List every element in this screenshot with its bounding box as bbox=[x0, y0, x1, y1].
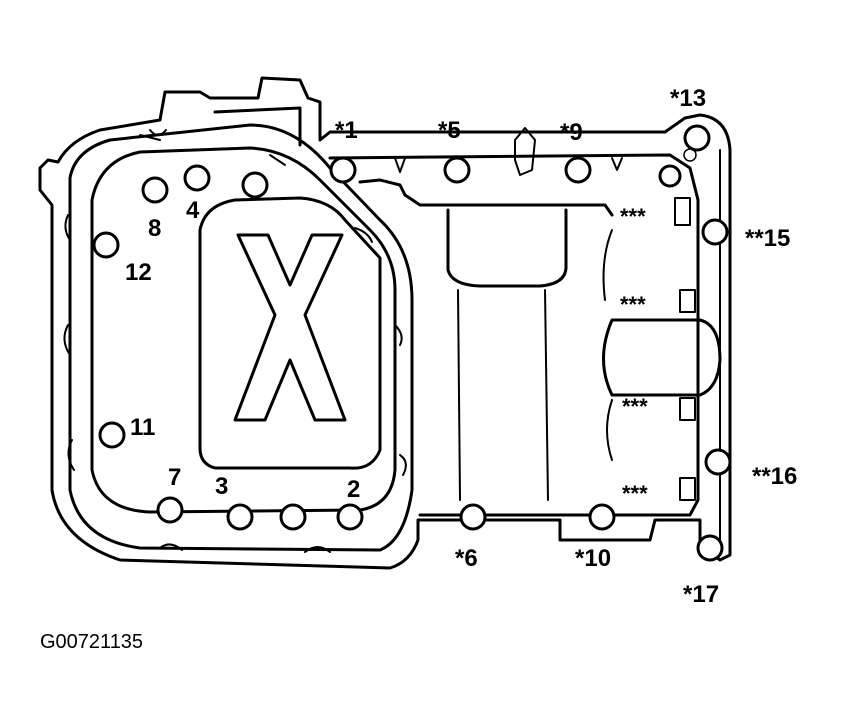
label-bolt-11: 11 bbox=[130, 414, 155, 441]
label-stud-b: *** bbox=[620, 292, 646, 317]
bolt-hole-2 bbox=[336, 503, 364, 531]
label-bolt-7: 7 bbox=[168, 464, 181, 491]
label-stud-d: *** bbox=[622, 481, 648, 506]
label-bolt-8: 8 bbox=[148, 215, 161, 242]
label-bolt-17: *17 bbox=[683, 581, 719, 608]
bolt-hole-4b bbox=[241, 171, 269, 199]
bolt-hole-3 bbox=[226, 503, 254, 531]
bolt-hole-5 bbox=[443, 156, 471, 184]
bolt-labels: *1 *5 *9 *13 **15 **16 *17 *10 *6 2 3 7 … bbox=[125, 85, 797, 608]
bolt-hole-10 bbox=[588, 503, 616, 531]
label-bolt-3: 3 bbox=[215, 473, 228, 500]
filler-cap bbox=[683, 148, 697, 162]
label-bolt-13: *13 bbox=[670, 85, 706, 112]
label-bolt-6: *6 bbox=[455, 545, 478, 572]
bolt-hole-9 bbox=[564, 156, 592, 184]
bolt-hole-7 bbox=[156, 496, 184, 524]
label-bolt-15: **15 bbox=[745, 225, 790, 252]
label-bolt-2: 2 bbox=[347, 476, 360, 503]
bolt-hole-12 bbox=[92, 231, 120, 259]
figure-id: G00721135 bbox=[40, 631, 143, 653]
bolt-hole-13 bbox=[683, 124, 711, 152]
label-stud-c: *** bbox=[622, 394, 648, 419]
bolt-hole-11 bbox=[98, 421, 126, 449]
bolt-hole-1 bbox=[329, 156, 357, 184]
label-bolt-4: 4 bbox=[186, 197, 200, 224]
label-bolt-1: *1 bbox=[335, 117, 358, 144]
oil-pan-outline bbox=[38, 76, 732, 570]
bolt-hole-17 bbox=[696, 534, 724, 562]
label-bolt-9: *9 bbox=[560, 119, 583, 146]
bolt-hole-2b bbox=[279, 503, 307, 531]
bolt-holes bbox=[92, 124, 732, 562]
bolt-hole-4 bbox=[183, 164, 211, 192]
bolt-hole-16 bbox=[704, 448, 732, 476]
bolt-hole-8 bbox=[141, 176, 169, 204]
bolt-hole-6 bbox=[459, 503, 487, 531]
label-stud-a: *** bbox=[620, 204, 646, 229]
bolt-hole-15 bbox=[701, 218, 729, 246]
label-bolt-5: *5 bbox=[438, 117, 461, 144]
bolt-hole-13b bbox=[658, 164, 682, 188]
label-bolt-10: *10 bbox=[575, 545, 611, 572]
label-bolt-16: **16 bbox=[752, 463, 797, 490]
label-bolt-12: 12 bbox=[125, 259, 152, 286]
